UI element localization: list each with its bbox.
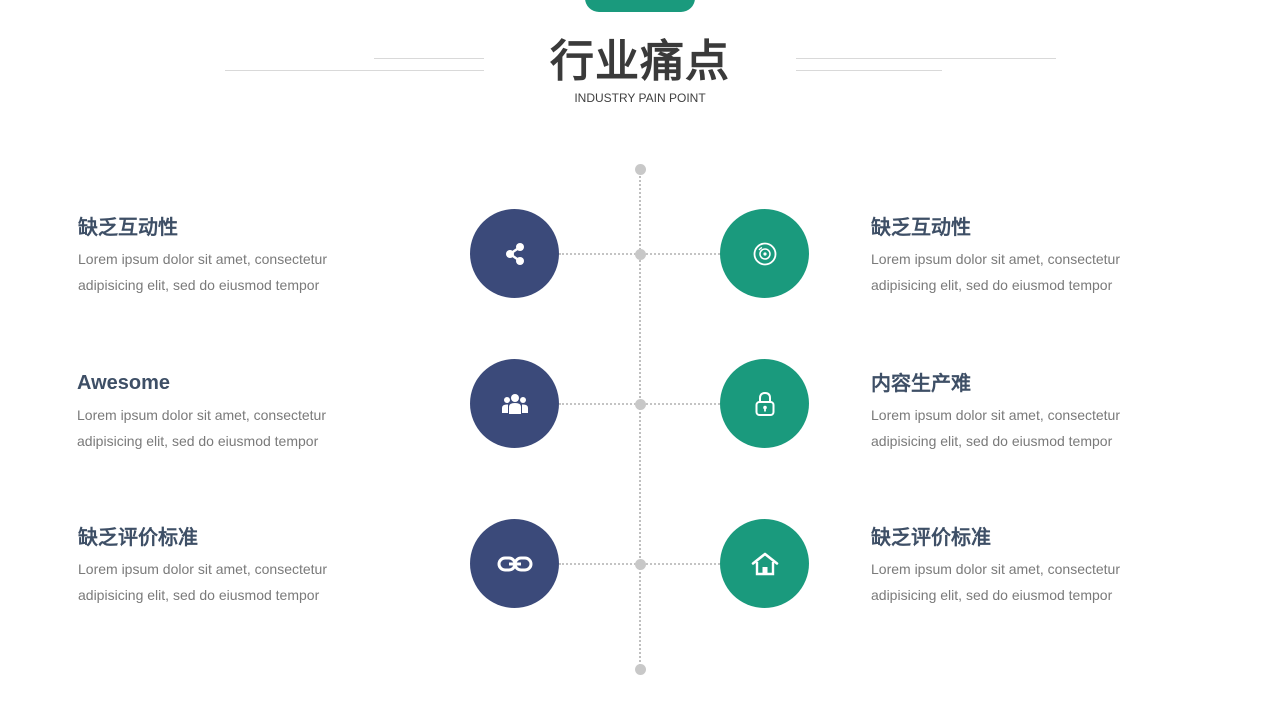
left-item-2-body: Lorem ipsum dolor sit amet, consectetur … — [77, 402, 377, 454]
left-item-1-title: 缺乏互动性 — [78, 215, 178, 239]
right-item-2-title: 内容生产难 — [871, 371, 971, 395]
right-item-1-line-1: Lorem ipsum dolor sit amet, consectetur — [871, 251, 1120, 267]
node-dot-row-2 — [635, 399, 646, 410]
title-rule-left-upper — [374, 58, 484, 59]
left-item-1-body: Lorem ipsum dolor sit amet, consectetur … — [78, 246, 378, 298]
left-circle-3 — [470, 519, 559, 608]
right-item-3-line-2: adipisicing elit, sed do eiusmod tempor — [871, 587, 1113, 603]
node-dot-row-3 — [635, 559, 646, 570]
title-rule-right-upper — [796, 58, 1056, 59]
right-circle-3 — [720, 519, 809, 608]
left-item-1-line-2: adipisicing elit, sed do eiusmod tempor — [78, 277, 320, 293]
timeline-axis — [639, 169, 641, 669]
right-item-1-body: Lorem ipsum dolor sit amet, consectetur … — [871, 246, 1171, 298]
disc-icon — [753, 242, 776, 265]
left-item-3: 缺乏评价标准 Lorem ipsum dolor sit amet, conse… — [78, 524, 378, 608]
node-dot-row-1 — [635, 249, 646, 260]
top-tab-decoration — [585, 0, 695, 12]
page-subtitle: INDUSTRY PAIN POINT — [574, 91, 706, 105]
right-item-3-line-1: Lorem ipsum dolor sit amet, consectetur — [871, 561, 1120, 577]
lock-icon — [755, 391, 774, 416]
right-item-3-body: Lorem ipsum dolor sit amet, consectetur … — [871, 556, 1171, 608]
link-icon — [497, 556, 532, 571]
right-item-2-line-2: adipisicing elit, sed do eiusmod tempor — [871, 433, 1113, 449]
left-circle-1 — [470, 209, 559, 298]
right-item-3-title: 缺乏评价标准 — [871, 525, 991, 549]
group-icon — [501, 393, 528, 414]
right-item-1-line-2: adipisicing elit, sed do eiusmod tempor — [871, 277, 1113, 293]
title-rule-right-lower — [796, 70, 942, 71]
page-title: 行业痛点 — [550, 36, 730, 87]
axis-end-dot-bottom — [635, 664, 646, 675]
left-item-3-title: 缺乏评价标准 — [78, 525, 198, 549]
right-item-3: 缺乏评价标准 Lorem ipsum dolor sit amet, conse… — [871, 524, 1171, 608]
left-circle-2 — [470, 359, 559, 448]
right-item-2-body: Lorem ipsum dolor sit amet, consectetur … — [871, 402, 1171, 454]
title-rule-left-lower — [225, 70, 484, 71]
right-item-1: 缺乏互动性 Lorem ipsum dolor sit amet, consec… — [871, 214, 1171, 298]
share-icon — [505, 242, 524, 265]
left-item-2: Awesome Lorem ipsum dolor sit amet, cons… — [77, 370, 377, 454]
left-item-1: 缺乏互动性 Lorem ipsum dolor sit amet, consec… — [78, 214, 378, 298]
right-circle-1 — [720, 209, 809, 298]
axis-end-dot-top — [635, 164, 646, 175]
left-item-2-title: Awesome — [77, 372, 171, 394]
left-item-3-line-1: Lorem ipsum dolor sit amet, consectetur — [78, 561, 327, 577]
left-item-2-line-2: adipisicing elit, sed do eiusmod tempor — [77, 433, 319, 449]
home-icon — [751, 552, 778, 575]
left-item-1-line-1: Lorem ipsum dolor sit amet, consectetur — [78, 251, 327, 267]
left-item-2-line-1: Lorem ipsum dolor sit amet, consectetur — [77, 407, 326, 423]
left-item-3-body: Lorem ipsum dolor sit amet, consectetur … — [78, 556, 378, 608]
right-item-1-title: 缺乏互动性 — [871, 215, 971, 239]
right-item-2: 内容生产难 Lorem ipsum dolor sit amet, consec… — [871, 370, 1171, 454]
left-item-3-line-2: adipisicing elit, sed do eiusmod tempor — [78, 587, 320, 603]
right-circle-2 — [720, 359, 809, 448]
right-item-2-line-1: Lorem ipsum dolor sit amet, consectetur — [871, 407, 1120, 423]
